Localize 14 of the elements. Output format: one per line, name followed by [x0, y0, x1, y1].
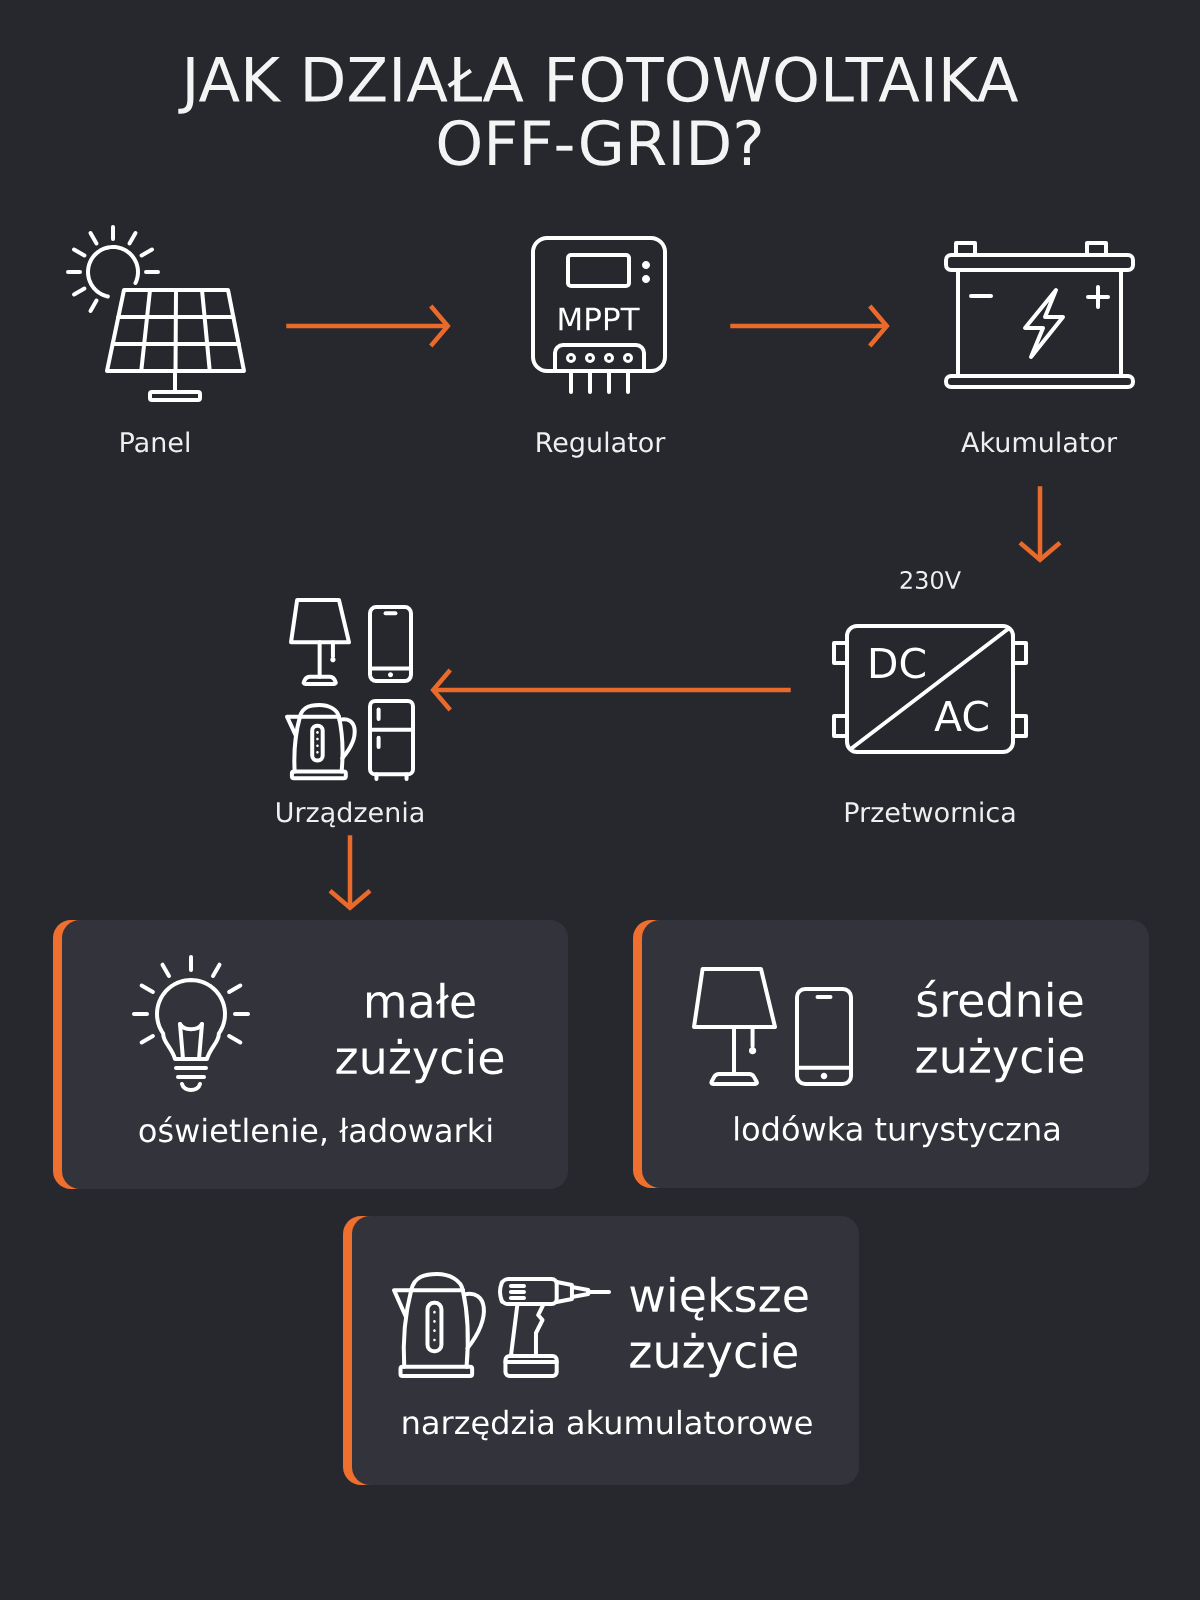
category-card: średnie zużycie lodówka turystyczna [633, 920, 1149, 1188]
node-label: Przetwornica [845, 801, 1015, 823]
node-label: Regulator [537, 431, 666, 458]
category-card: małe zużycie oświetlenie, ładowarki [53, 920, 568, 1189]
voltage-label: 230V [900, 570, 961, 590]
node-label: Panel [121, 431, 189, 453]
inverter: DC AC [832, 624, 1028, 754]
title: JAK DZIAŁA FOTOWOLTAIKA OFF-GRID? [178, 56, 1019, 166]
node-label: Urządzenia [277, 801, 423, 828]
charge-controller: MPPT [531, 236, 667, 394]
node-label: Akumulator [961, 431, 1118, 453]
arrow [430, 668, 791, 712]
arrow [730, 304, 890, 348]
category-card: większe zużycie narzędzia akumulatorowe [343, 1216, 859, 1485]
